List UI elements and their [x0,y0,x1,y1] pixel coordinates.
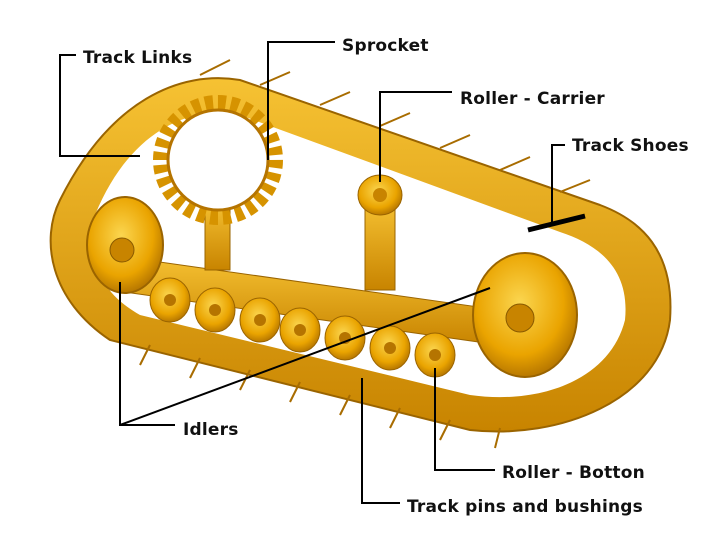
label-sprocket: Sprocket [342,36,429,56]
idler-rear [472,252,578,378]
leader-track-links [59,54,140,157]
label-track-links: Track Links [83,48,193,68]
sprocket [153,95,283,225]
leader-track-pins [361,378,400,504]
bottom-rollers [149,277,456,378]
leader-roller-bottom [434,368,495,471]
label-track-shoes: Track Shoes [572,136,689,156]
carrier-roller [357,174,403,216]
leader-roller-carrier [379,91,452,182]
leader-track-shoes [551,144,565,222]
leader-idlers-rear [119,287,491,426]
track-shoe-marker [527,213,586,233]
leader-lines [59,41,586,504]
label-idlers: Idlers [183,420,239,440]
idler-front [86,196,164,294]
track-shoes [139,59,591,449]
leader-sprocket [267,41,335,160]
label-roller-bottom: Roller - Botton [502,463,645,483]
label-track-pins: Track pins and bushings [407,497,643,517]
label-roller-carrier: Roller - Carrier [460,89,605,109]
